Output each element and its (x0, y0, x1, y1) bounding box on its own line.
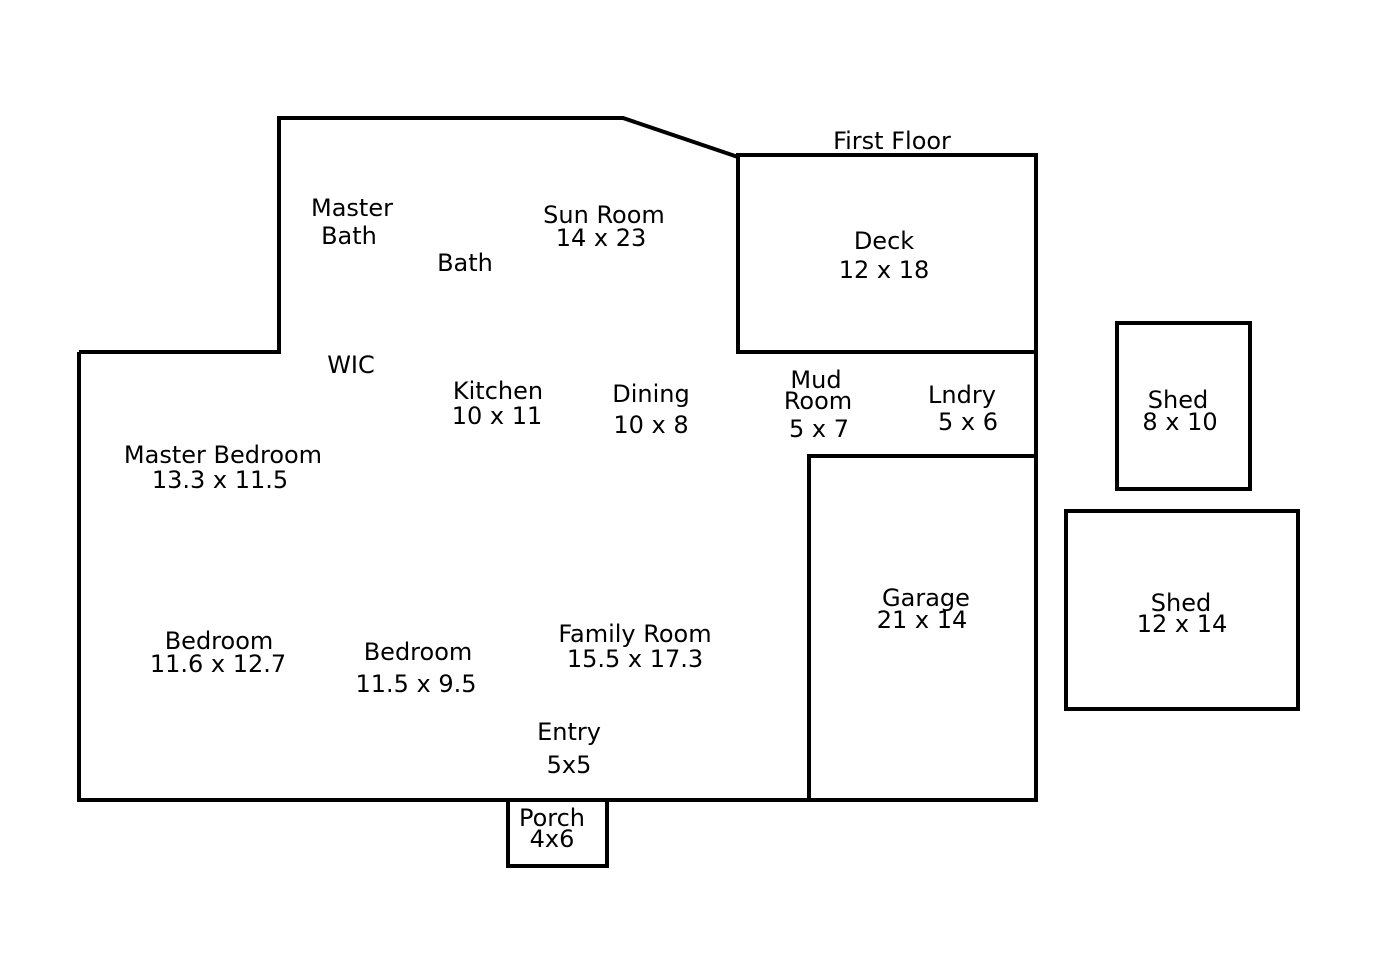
bedroom-1-label: Bedroom (165, 627, 274, 655)
kitchen-size: 10 x 11 (452, 402, 543, 430)
porch-size: 4x6 (530, 825, 575, 853)
family-room-size: 15.5 x 17.3 (567, 645, 703, 673)
family-room-label: Family Room (558, 620, 711, 648)
entry-label: Entry (537, 718, 601, 746)
master-bath-label-line1: Master (311, 194, 393, 222)
entry-size: 5x5 (547, 751, 592, 779)
porch-label: Porch (519, 804, 585, 832)
bath-label: Bath (437, 249, 493, 277)
mud-room-label-line1: Mud (790, 366, 841, 394)
floor-title: First Floor (833, 127, 951, 155)
sun-room-size: 14 x 23 (556, 224, 647, 252)
laundry-size: 5 x 6 (938, 408, 998, 436)
mud-room-label-line2: Room (784, 387, 852, 415)
laundry-mud-room-wall (807, 454, 1036, 800)
shed-small-outline (1115, 321, 1252, 491)
deck-size: 12 x 18 (839, 256, 930, 284)
shed-large-outline (1064, 509, 1300, 711)
shed-large-label: Shed (1151, 589, 1211, 617)
master-bedroom-size: 13.3 x 11.5 (152, 466, 288, 494)
laundry-label: Lndry (928, 381, 996, 409)
sun-room-label: Sun Room (543, 201, 665, 229)
bedroom-2-size: 11.5 x 9.5 (355, 670, 476, 698)
bedroom-2-label: Bedroom (364, 638, 473, 666)
kitchen-label: Kitchen (453, 377, 543, 405)
shed-small-size: 8 x 10 (1142, 408, 1217, 436)
dining-size: 10 x 8 (613, 411, 688, 439)
wic-label: WIC (327, 351, 375, 379)
main-house-outline (79, 116, 739, 354)
dining-label: Dining (612, 380, 689, 408)
shed-large-size: 12 x 14 (1137, 610, 1228, 638)
deck-outline (736, 153, 1038, 354)
bedroom-1-size: 11.6 x 12.7 (150, 650, 286, 678)
garage-size: 21 x 14 (877, 606, 968, 634)
garage-label: Garage (882, 584, 970, 612)
mud-room-size: 5 x 7 (789, 415, 849, 443)
master-bath-label-line2: Bath (321, 222, 377, 250)
porch-outline (506, 798, 609, 868)
master-bedroom-label: Master Bedroom (124, 441, 322, 469)
deck-label: Deck (854, 227, 914, 255)
shed-small-label: Shed (1148, 386, 1208, 414)
